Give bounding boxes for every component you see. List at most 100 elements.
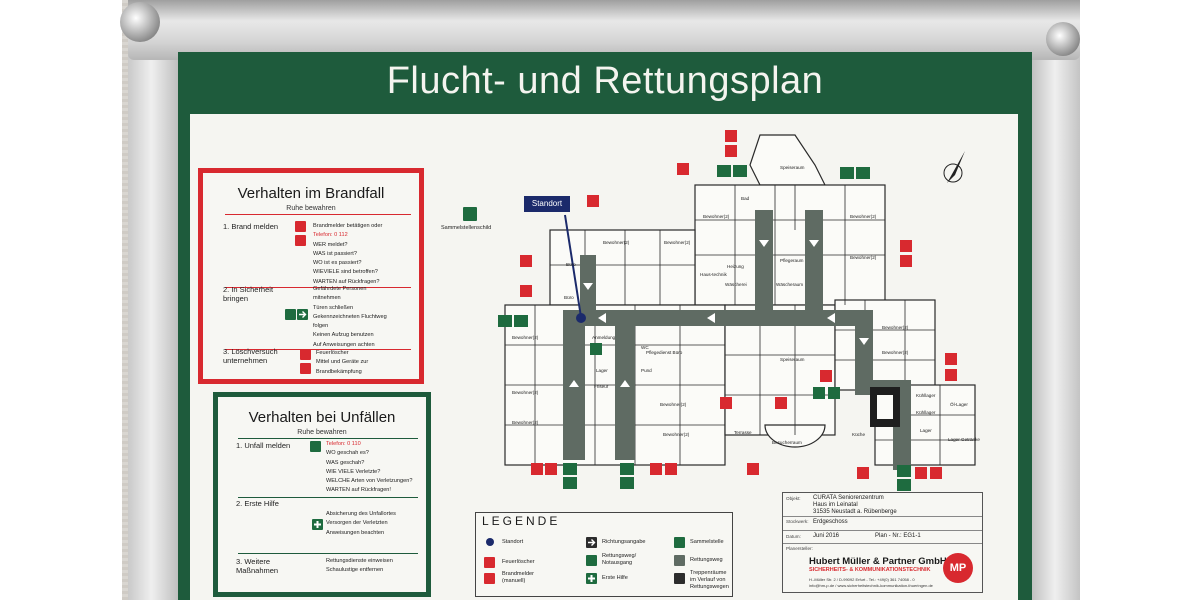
- room-label: Wäscheraum: [776, 282, 804, 287]
- floor-plan: [498, 130, 976, 491]
- frame-right-rail: [1030, 0, 1080, 600]
- room-label: Haus-technik: [700, 272, 727, 277]
- room-label: Wäscherei: [725, 282, 747, 287]
- fire-alarm-icon: [295, 221, 306, 232]
- wall-right: [1078, 0, 1200, 600]
- room-label: Bewohner(2): [603, 240, 630, 245]
- room-label: Terrasse: [734, 430, 752, 435]
- floor-key: Stockwerk:: [786, 519, 809, 524]
- company-web: info@hm-p.de / www.sicherheitstechnik-ko…: [809, 583, 933, 588]
- fire-instructions-box: Verhalten im Brandfall Ruhe bewahren 1. …: [198, 168, 424, 384]
- room-label: Lager Getränke: [948, 437, 980, 442]
- room-label: Bewohner(2): [660, 402, 687, 407]
- escape-route-legend-icon: [674, 555, 685, 566]
- divider: [238, 497, 418, 498]
- plan-number: Plan - Nr.: EG1-1: [875, 533, 921, 539]
- room-label: Pflegeraum: [780, 258, 804, 263]
- emergency-exit-legend-icon: [586, 555, 597, 566]
- room-label: Bewohner(2): [850, 214, 877, 219]
- plan-info-block: Objekt: CURATA Seniorenzentrum Haus im L…: [782, 492, 983, 593]
- accident-step-2-text: Absicherung des Unfallortes Versorgen de…: [326, 511, 396, 536]
- emergency-exit-icon: [285, 309, 296, 320]
- divider: [238, 553, 418, 554]
- standort-legend-icon: [486, 538, 494, 546]
- room-label: Büro: [566, 262, 576, 267]
- standort-marker: Standort: [524, 196, 570, 212]
- fire-step-2-text: Gefährdete Personen mitnehmen Türen schl…: [313, 286, 387, 348]
- legend-item: Sammelstelle: [690, 539, 724, 545]
- room-label: Bewohner(2): [882, 325, 909, 330]
- object-value: CURATA Seniorenzentrum Haus im Leinatal …: [813, 495, 897, 515]
- legend-item: Rettungsweg/ Notausgang: [602, 553, 637, 566]
- room-label: Küche: [852, 432, 866, 437]
- author-key: Planersteller:: [786, 546, 813, 551]
- room-label: Heizung: [727, 264, 744, 269]
- fire-extinguisher-icon: [300, 349, 311, 360]
- room-label: Lager: [920, 428, 932, 433]
- date-key: Datum:: [786, 534, 801, 539]
- legend-item: Feuerlöscher: [502, 559, 535, 565]
- route-arrows: [569, 240, 869, 387]
- floor-value: Erdgeschoss: [813, 519, 848, 525]
- frame-left-rail: [128, 0, 180, 600]
- room-label: Büro: [564, 295, 574, 300]
- fire-step-1-text: Brandmelder betätigen oder Telefon: 0 11…: [313, 223, 383, 285]
- room-label: Speiseraum: [780, 165, 805, 170]
- frame-top-rail: [128, 0, 1080, 60]
- standort-dot: [576, 313, 586, 323]
- room-label: Bewohner(2): [512, 390, 539, 395]
- north-wing-shape: [694, 184, 886, 306]
- stairwell-legend-icon: [674, 573, 685, 584]
- room-label: Bewohner(2): [512, 335, 539, 340]
- company-subtitle: SICHERHEITS- & KOMMUNIKATIONSTECHNIK: [809, 567, 931, 573]
- room-label: Bewohner(2): [882, 350, 909, 355]
- visitor-room-shape: [764, 424, 826, 448]
- accident-step-2-label: 2. Erste Hilfe: [236, 499, 279, 508]
- legend-heading: LEGENDE: [482, 514, 561, 528]
- standort-pointer: [564, 214, 582, 318]
- room-label: Friseur: [594, 384, 609, 389]
- frame-corner-right: [1046, 22, 1080, 56]
- accident-step-1-text: Telefon: 0 110 WO geschah es? WAS gescha…: [326, 441, 413, 494]
- room-label: Anmeldung: [592, 335, 616, 340]
- room-label: Pflegedienst Büro: [646, 350, 683, 355]
- room-label: Bewohner(2): [850, 255, 877, 260]
- room-label: Kühllager: [916, 410, 936, 415]
- frame-corner-left: [120, 2, 160, 42]
- collecting-point-icon: [463, 207, 477, 221]
- emergency-phone-icon: [310, 441, 321, 452]
- accident-heading: Verhalten bei Unfällen: [248, 409, 396, 426]
- collecting-point-label: Sammelstellenschild: [441, 225, 492, 231]
- plan-title: Flucht- und Rettungsplan: [386, 60, 824, 102]
- accident-step-1-label: 1. Unfall melden: [236, 441, 291, 450]
- arrow-right-icon: [297, 309, 308, 320]
- room-label: Speiseraum: [780, 357, 805, 362]
- legend-item: Rettungsweg: [690, 557, 723, 563]
- accident-step-3-text: Rettungsdienste einweisen Schaulustige e…: [326, 558, 393, 574]
- divider: [225, 287, 411, 288]
- emergency-exit-markers: [498, 165, 911, 491]
- accident-subtitle: Ruhe bewahren: [297, 429, 347, 436]
- legend-item: Standort: [502, 539, 524, 545]
- center-block-shape: [724, 304, 836, 436]
- fire-heading: Verhalten im Brandfall: [237, 185, 385, 202]
- divider: [225, 214, 411, 215]
- legend-item: Brandmelder (manuell): [502, 571, 535, 584]
- fire-extinguisher-markers: [520, 130, 957, 479]
- fire-alarm-legend-icon: [484, 573, 495, 584]
- phone-icon: [295, 235, 306, 246]
- accident-instructions-box: Verhalten bei Unfällen Ruhe bewahren 1. …: [213, 392, 431, 597]
- legend-item: Treppenräume im Verlauf von Rettungswege…: [690, 570, 729, 590]
- first-aid-icon: [312, 519, 323, 530]
- first-aid-legend-icon: [586, 573, 597, 584]
- room-label: Bad: [741, 196, 750, 201]
- company-address: H.-Müller Str. 2 / D-99092 Erfurt - Tel.…: [809, 577, 915, 582]
- room-label: Pund: [641, 368, 652, 373]
- collecting-point-legend-icon: [674, 537, 685, 548]
- room-label: Bewohner(2): [512, 420, 539, 425]
- fire-extinguisher-legend-icon: [484, 557, 495, 568]
- legend-item: Erste Hilfe: [602, 575, 628, 581]
